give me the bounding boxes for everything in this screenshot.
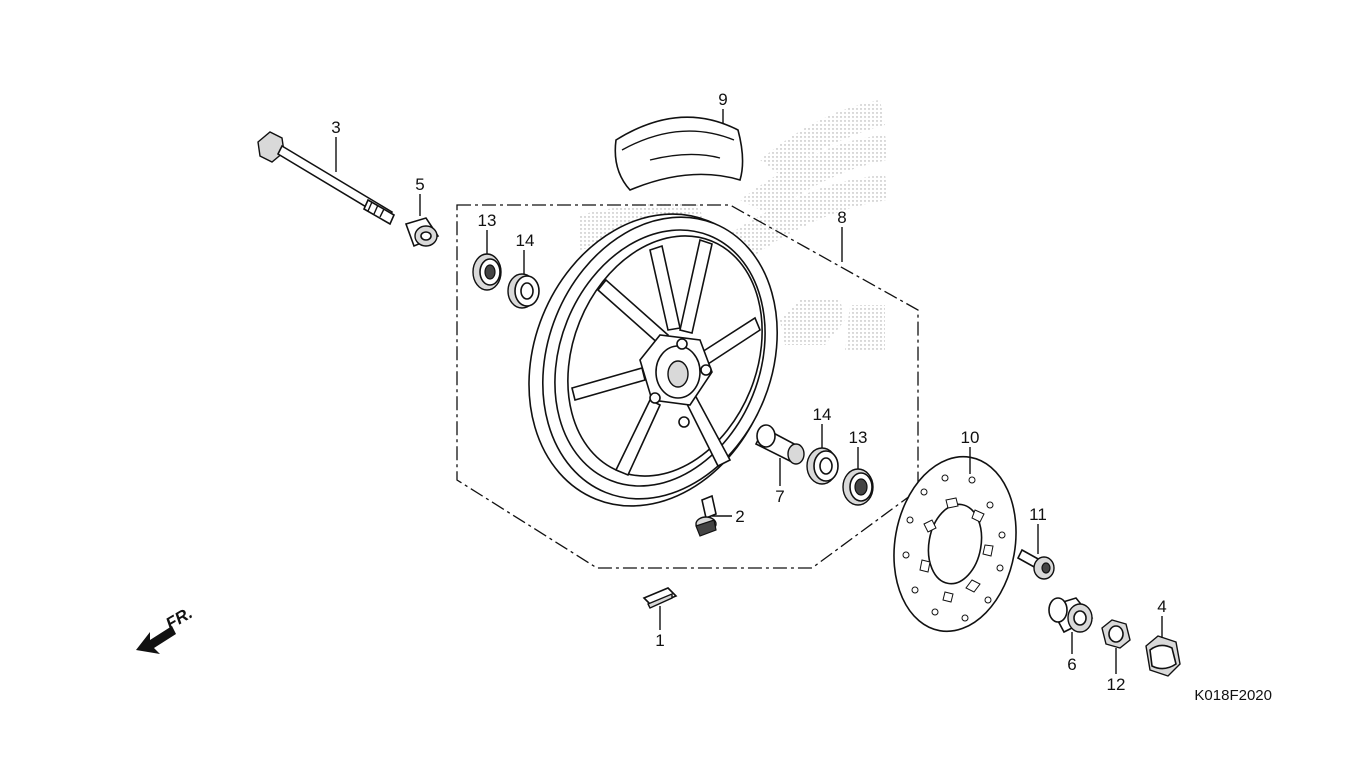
wheel-assembly-outline: [456, 204, 919, 569]
callout-11: 11: [1029, 505, 1047, 524]
callout-4: 4: [1157, 597, 1166, 616]
callout-9: 9: [718, 90, 727, 109]
callout-14-left: 14: [516, 231, 535, 250]
callout-8: 8: [837, 208, 846, 227]
diagram-code: K018F2020: [1194, 687, 1272, 704]
rim-band: [614, 116, 744, 191]
callout-2: 2: [735, 507, 744, 526]
brake-disc: [893, 455, 1017, 633]
callout-7: 7: [775, 487, 784, 506]
callout-10: 10: [961, 428, 980, 447]
front-wheel: [528, 213, 778, 507]
cap-nut: [1145, 635, 1181, 677]
oil-seal-right: [842, 468, 874, 506]
front-direction-indicator: FR.: [136, 603, 196, 654]
callout-6: 6: [1067, 655, 1076, 674]
callout-1: 1: [655, 631, 664, 650]
side-collar: [404, 217, 440, 248]
oil-seal-left: [472, 253, 502, 291]
distance-collar: [754, 424, 805, 465]
disc-bolt: [1016, 548, 1055, 580]
callout-3: 3: [331, 118, 340, 137]
balance-weight: [642, 587, 678, 609]
callout-labels: 3 5 13 14 9 8 14 13 7 2 1 10 11 6 12 4: [331, 90, 1166, 694]
callout-13-right: 13: [849, 428, 868, 447]
bearing-right: [806, 447, 839, 485]
callout-13-left: 13: [478, 211, 497, 230]
callout-14-right: 14: [813, 405, 832, 424]
callout-12: 12: [1107, 675, 1126, 694]
tire-valve: [695, 494, 717, 537]
leader-lines: [335, 109, 1163, 674]
bearing-left: [507, 273, 540, 309]
axle-nut: [1101, 619, 1131, 649]
right-collar: [1048, 597, 1094, 634]
axle-bolt: [257, 131, 396, 226]
callout-5: 5: [415, 175, 424, 194]
